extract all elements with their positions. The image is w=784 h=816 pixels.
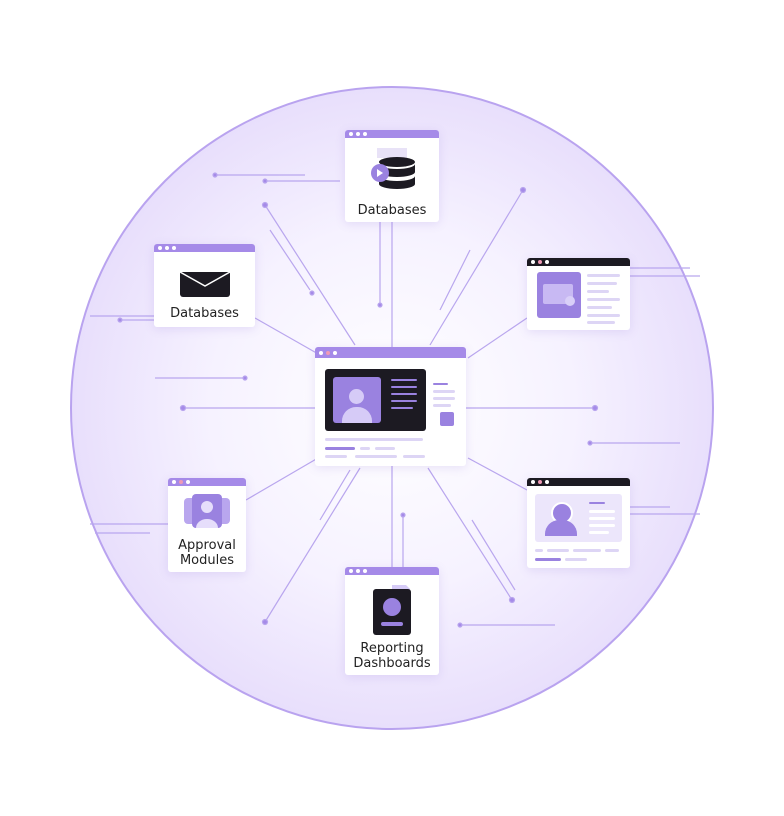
node-label: Approval Modules	[178, 538, 236, 568]
profile-panel	[535, 494, 622, 542]
window-titlebar	[345, 130, 439, 138]
node-file-window[interactable]	[527, 258, 630, 330]
node-databases-top[interactable]: Databases	[345, 130, 439, 222]
user-avatar-icon	[333, 377, 381, 423]
node-label: Databases	[170, 306, 239, 321]
profile-panel	[325, 369, 426, 431]
node-user-profile-window[interactable]	[527, 478, 630, 568]
user-icon	[440, 412, 454, 426]
tray-icon	[179, 271, 231, 297]
node-label: Reporting Dashboards	[353, 641, 431, 671]
folder-icon	[537, 272, 581, 318]
node-approval-modules[interactable]: Approval Modules	[168, 478, 246, 572]
users-icon	[184, 494, 230, 528]
database-icon	[371, 148, 415, 189]
central-profile-window[interactable]	[315, 347, 466, 466]
node-label: Databases	[357, 203, 427, 218]
profile-card-icon	[373, 585, 411, 635]
node-databases-left[interactable]: Databases	[154, 244, 255, 327]
node-reporting-dashboards[interactable]: Reporting Dashboards	[345, 567, 439, 675]
